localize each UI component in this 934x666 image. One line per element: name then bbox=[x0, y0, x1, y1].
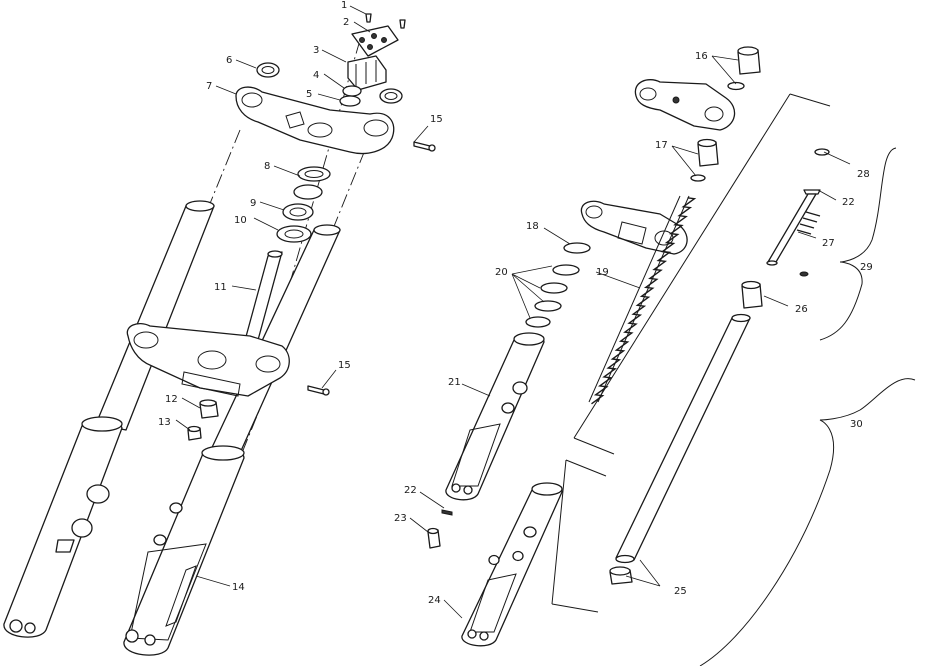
callout-7: 7 bbox=[206, 81, 212, 92]
callout-25: 25 bbox=[674, 586, 687, 597]
right-slider-14-part bbox=[123, 445, 245, 656]
bracket-inner-assembly bbox=[573, 93, 831, 455]
centerline-steering-stem bbox=[284, 39, 361, 301]
damper-rod-27-part bbox=[766, 189, 821, 266]
bearing-race-10-part bbox=[276, 225, 312, 243]
ring-18-part bbox=[563, 242, 591, 254]
callout-15-lower: 15 bbox=[338, 360, 351, 371]
callout-17: 17 bbox=[655, 140, 668, 151]
callout-19: 19 bbox=[596, 267, 609, 278]
screw-1-part bbox=[365, 13, 406, 29]
callout-3: 3 bbox=[313, 45, 319, 56]
lower-clamp-right-part bbox=[580, 200, 688, 255]
callout-27: 27 bbox=[822, 238, 835, 249]
left-fork-tube-part bbox=[95, 205, 215, 431]
cap-6-part bbox=[256, 62, 280, 78]
bracket-outer-assembly bbox=[551, 459, 607, 613]
callout-21: 21 bbox=[448, 377, 461, 388]
brace-29 bbox=[819, 147, 897, 341]
callout-23: 23 bbox=[394, 513, 407, 524]
callout-15-upper: 15 bbox=[430, 114, 443, 125]
switch-block-3-part bbox=[347, 55, 387, 91]
fork-spring-19-part bbox=[588, 195, 697, 405]
bearing-race-8b-part bbox=[293, 184, 323, 200]
lower-triple-clamp-part bbox=[126, 322, 290, 397]
cap-6b-part bbox=[379, 88, 403, 104]
inner-tube-25-part bbox=[615, 313, 751, 564]
top-clamp-16-part bbox=[634, 79, 736, 131]
ring-20b-part bbox=[540, 282, 568, 294]
pinch-bolt-15-upper-part bbox=[413, 141, 431, 151]
callout-18: 18 bbox=[526, 221, 539, 232]
callout-12: 12 bbox=[165, 394, 178, 405]
upper-triple-clamp-7-part bbox=[235, 86, 395, 155]
callout-9: 9 bbox=[250, 198, 256, 209]
callout-6: 6 bbox=[226, 55, 232, 66]
pinch-bolt-15-lower-part bbox=[307, 385, 325, 395]
nut-4-part bbox=[342, 85, 362, 97]
callout-5: 5 bbox=[306, 89, 312, 100]
ring-20a-part bbox=[552, 264, 580, 276]
callout-13: 13 bbox=[158, 417, 171, 428]
washer-28-part bbox=[814, 148, 830, 156]
callout-28: 28 bbox=[857, 169, 870, 180]
screw-22-lower-part bbox=[441, 509, 453, 516]
small-part-29-part bbox=[799, 271, 809, 277]
callout-30: 30 bbox=[850, 419, 863, 430]
callout-20: 20 bbox=[495, 267, 508, 278]
left-slider-part bbox=[3, 416, 123, 638]
callout-22-lower: 22 bbox=[404, 485, 417, 496]
brace-30 bbox=[699, 378, 916, 666]
upper-slider-21-part bbox=[445, 332, 545, 501]
top-plate-2-part bbox=[351, 25, 399, 57]
callout-8: 8 bbox=[264, 161, 270, 172]
callout-26: 26 bbox=[795, 304, 808, 315]
washer-5-part bbox=[339, 95, 361, 107]
callout-1: 1 bbox=[341, 0, 347, 11]
callout-14: 14 bbox=[232, 582, 245, 593]
callout-10: 10 bbox=[234, 215, 247, 226]
callout-24: 24 bbox=[428, 595, 441, 606]
callout-22-upper: 22 bbox=[842, 197, 855, 208]
seal-8-part bbox=[297, 166, 331, 182]
ring-20d-part bbox=[525, 316, 551, 328]
lower-slider-24-part bbox=[461, 482, 563, 647]
callout-2: 2 bbox=[343, 17, 349, 28]
callout-11: 11 bbox=[214, 282, 227, 293]
callout-29: 29 bbox=[860, 262, 873, 273]
callout-16: 16 bbox=[695, 51, 708, 62]
bearing-9-part bbox=[282, 203, 314, 221]
ring-20c-part bbox=[534, 300, 562, 312]
callout-4: 4 bbox=[313, 70, 319, 81]
